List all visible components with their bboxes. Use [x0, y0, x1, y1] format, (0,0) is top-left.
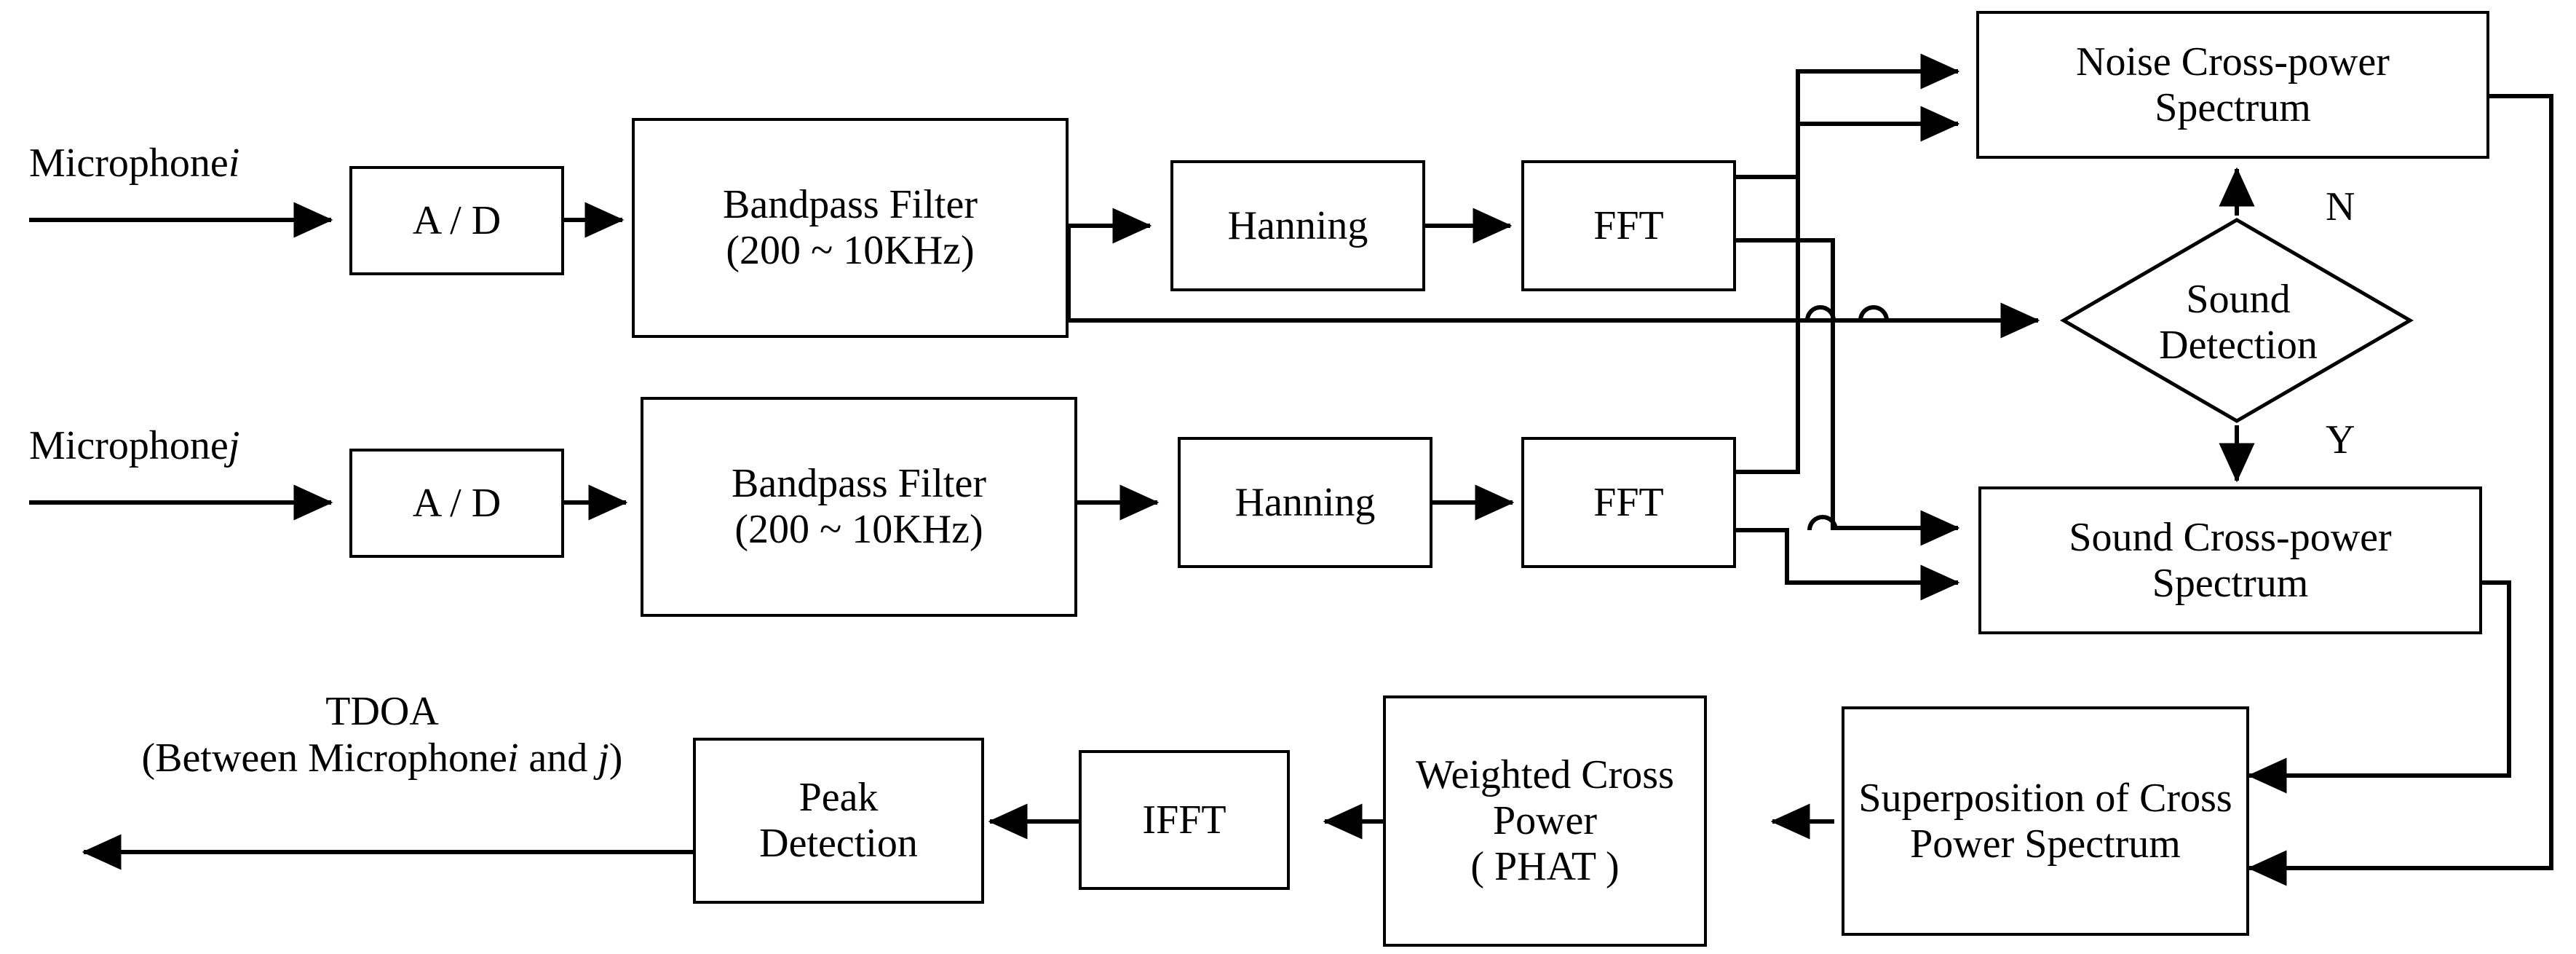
node-noise-cross-power-spectrum[interactable]: Noise Cross-power Spectrum [1976, 11, 2489, 159]
microphone-j-text: Microphone [29, 423, 229, 468]
node-ad-j-label: A / D [412, 480, 502, 526]
node-sound-cps-line2: Spectrum [2152, 560, 2309, 606]
node-superposition-line1: Superposition of Cross [1858, 775, 2232, 821]
input-label-microphone-j: Microphonej [29, 422, 239, 469]
branch-label-no-text: N [2326, 184, 2355, 229]
wire-branch-to-sound-cps-upper [1831, 320, 1960, 546]
node-hanning-j[interactable]: Hanning [1178, 437, 1432, 568]
node-peak-detection-line2: Detection [759, 821, 918, 866]
microphone-j-index: j [228, 423, 240, 468]
node-weighted-line2: Power [1492, 798, 1598, 844]
output-label-tdoa-line2: (Between Microphonei and j) [76, 735, 688, 781]
wire-bpf-i-tap-to-detection [1066, 228, 2031, 323]
node-hanning-j-label: Hanning [1235, 479, 1376, 525]
output-tdoa-close-paren: ) [609, 736, 623, 781]
output-tdoa-index-j: j [598, 736, 609, 781]
output-tdoa-between-text: (Between Microphone [141, 736, 507, 781]
microphone-i-text: Microphone [29, 141, 229, 186]
node-bandpass-filter-i-line2: (200 ~ 10KHz) [726, 228, 975, 273]
node-sound-cps-line1: Sound Cross-power [2069, 514, 2392, 560]
node-fft-i[interactable]: FFT [1521, 160, 1736, 291]
microphone-i-index: i [228, 141, 240, 186]
wire-fft-j-up-to-noise-cps [1736, 106, 1960, 474]
wire-fft-j-to-sound-cps [1736, 528, 1960, 601]
node-weighted-cross-power[interactable]: Weighted Cross Power ( PHAT ) [1383, 695, 1707, 947]
node-sound-cross-power-spectrum[interactable]: Sound Cross-power Spectrum [1978, 486, 2482, 634]
output-label-tdoa: TDOA (Between Microphonei and j) [76, 688, 688, 782]
node-ifft[interactable]: IFFT [1079, 750, 1290, 890]
branch-label-no: N [2326, 184, 2355, 230]
wire-hop-a [1805, 305, 1836, 321]
node-bandpass-filter-i[interactable]: Bandpass Filter (200 ~ 10KHz) [632, 118, 1069, 338]
wire-hop-b [1858, 305, 1889, 321]
node-sound-detection-label[interactable]: Sound Detection [2111, 259, 2366, 386]
node-sound-detection-line1: Sound [2186, 276, 2291, 322]
output-tdoa-index-i: i [507, 736, 519, 781]
node-noise-cps-line2: Spectrum [2155, 84, 2311, 130]
node-hanning-i-label: Hanning [1227, 202, 1368, 248]
node-fft-j-label: FFT [1593, 479, 1664, 525]
wire-group [29, 53, 2553, 886]
wire-fft-i-down-to-sound-cps [1736, 238, 1835, 320]
node-hanning-i[interactable]: Hanning [1170, 160, 1425, 291]
wire-sound-cps-out-to-superposition [2247, 580, 2511, 794]
node-bandpass-filter-j[interactable]: Bandpass Filter (200 ~ 10KHz) [641, 397, 1077, 617]
node-noise-cps-line1: Noise Cross-power [2076, 39, 2390, 84]
node-ad-j[interactable]: A / D [349, 449, 564, 558]
node-weighted-line1: Weighted Cross [1416, 752, 1674, 798]
node-peak-detection-line1: Peak [798, 775, 879, 821]
node-fft-j[interactable]: FFT [1521, 437, 1736, 568]
node-superposition-line2: Power Spectrum [1910, 821, 2181, 867]
node-sound-detection-line2: Detection [2159, 322, 2318, 368]
branch-label-yes: Y [2326, 417, 2355, 463]
node-bandpass-filter-j-line2: (200 ~ 10KHz) [734, 507, 983, 552]
node-ad-i[interactable]: A / D [349, 166, 564, 275]
node-fft-i-label: FFT [1593, 202, 1664, 248]
node-ifft-label: IFFT [1142, 797, 1226, 843]
node-peak-detection[interactable]: Peak Detection [693, 738, 984, 904]
output-tdoa-and-text: and [518, 736, 598, 781]
node-bandpass-filter-i-line1: Bandpass Filter [723, 182, 978, 228]
node-bandpass-filter-j-line1: Bandpass Filter [732, 461, 986, 507]
input-label-microphone-i: Microphonei [29, 140, 239, 186]
wire-noise-cps-out-to-superposition [2247, 94, 2553, 886]
wire-hop-c [1807, 515, 1838, 531]
branch-label-yes-text: Y [2326, 417, 2355, 462]
output-label-tdoa-line1: TDOA [325, 689, 439, 734]
node-weighted-line3: ( PHAT ) [1470, 843, 1620, 889]
node-ad-i-label: A / D [412, 197, 502, 243]
node-superposition-of-cross-power-spectrum[interactable]: Superposition of Cross Power Spectrum [1842, 706, 2249, 936]
shape-sound-detection-diamond [2060, 218, 2414, 423]
